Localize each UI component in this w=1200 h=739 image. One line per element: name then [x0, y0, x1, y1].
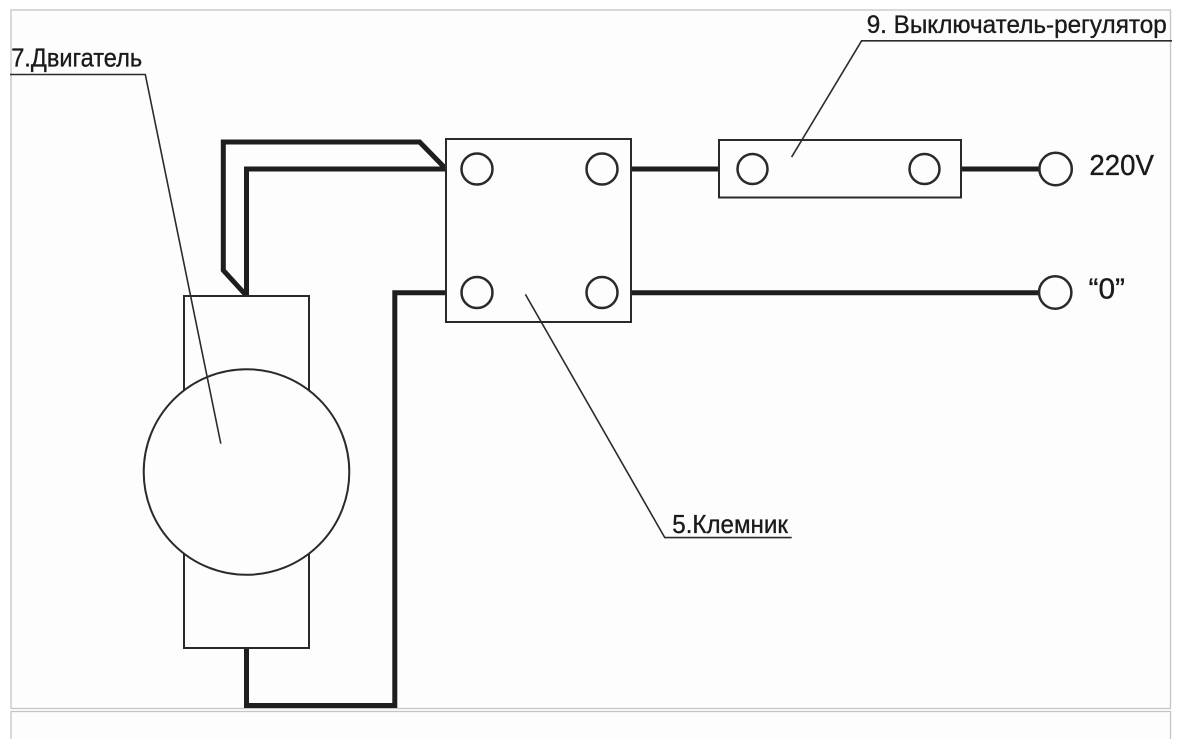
- svg-text:220V: 220V: [1089, 149, 1154, 181]
- svg-text:5.Клемник: 5.Клемник: [672, 509, 788, 539]
- svg-text:9. Выключатель-регулятор: 9. Выключатель-регулятор: [867, 11, 1167, 39]
- svg-text:“0”: “0”: [1089, 273, 1126, 305]
- svg-text:7.Двигатель: 7.Двигатель: [11, 42, 142, 72]
